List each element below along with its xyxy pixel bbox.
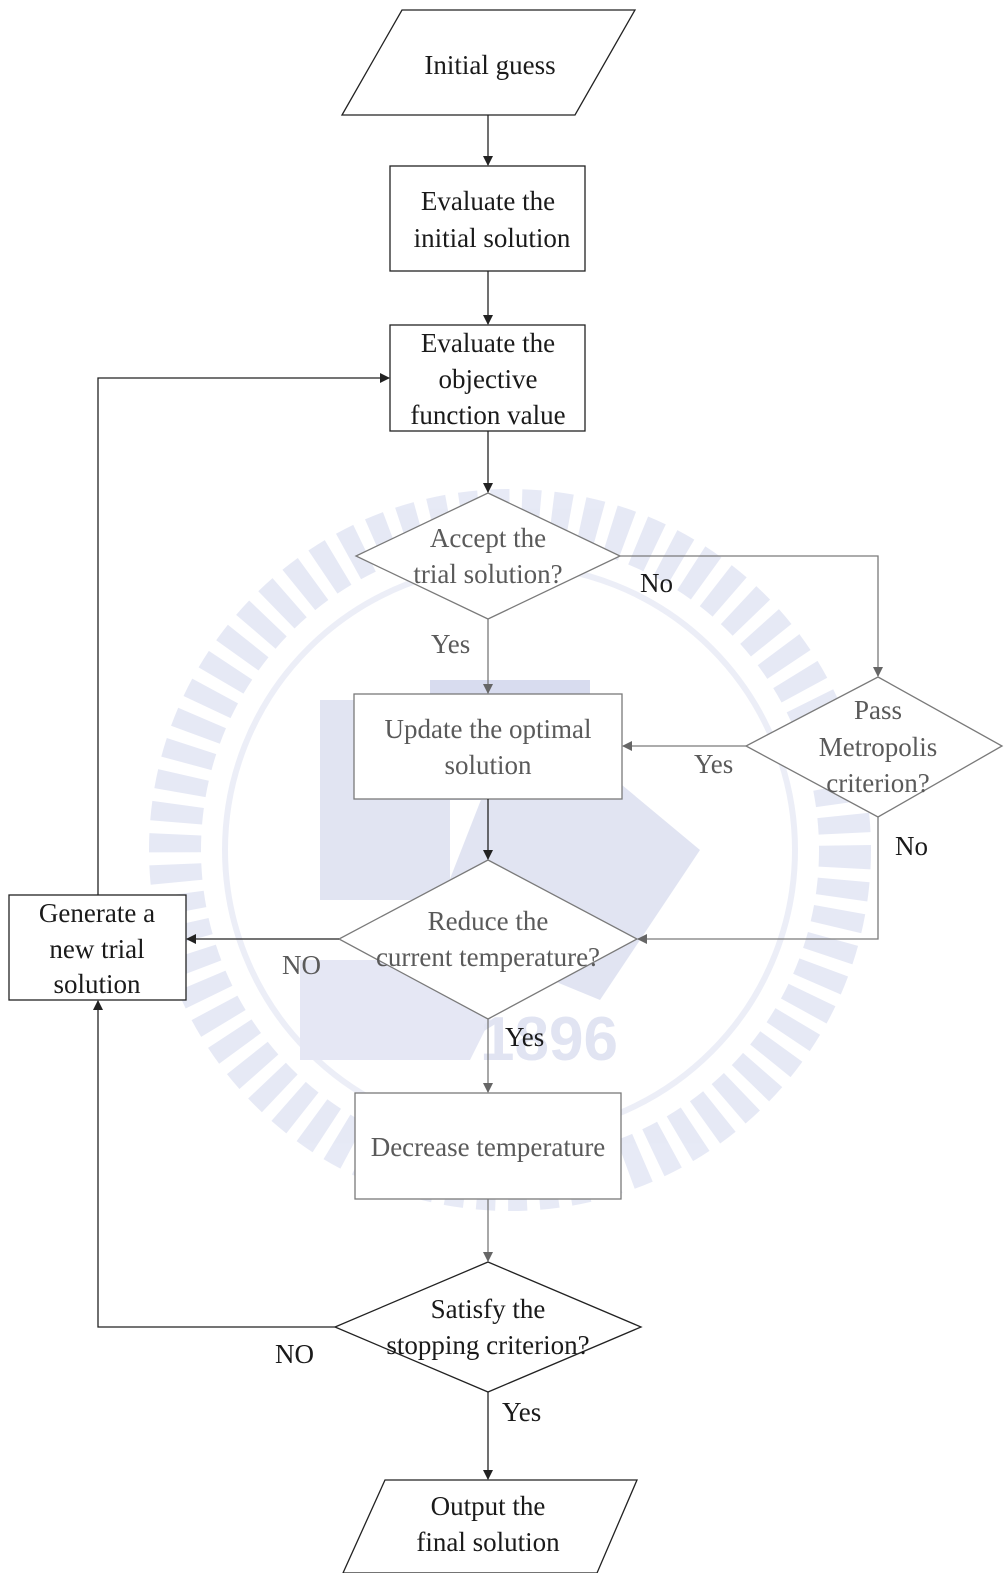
watermark-year: 1896 <box>480 1005 618 1074</box>
reduce-temperature-line1: Reduce the <box>428 906 549 936</box>
metropolis-no-label: No <box>895 831 928 861</box>
evaluate-objective-line3: function value <box>410 400 565 430</box>
evaluate-initial-node: Evaluate the initial solution <box>390 166 585 271</box>
pass-metropolis-line2: Metropolis <box>819 732 938 762</box>
accept-yes-label: Yes <box>431 629 470 659</box>
evaluate-objective-line2: objective <box>439 364 538 394</box>
watermark-seal: 1896 <box>175 515 845 1185</box>
decrease-temperature-node: Decrease temperature <box>355 1093 621 1199</box>
accept-trial-decision: Accept the trial solution? <box>356 493 620 619</box>
edge-generate-to-objective <box>98 378 389 895</box>
reduce-temperature-decision: Reduce the current temperature? <box>339 860 637 1019</box>
update-optimal-line1: Update the optimal <box>385 714 592 744</box>
evaluate-initial-line1: Evaluate the <box>421 186 555 216</box>
generate-trial-line1: Generate a <box>39 898 155 928</box>
output-final-node: Output the final solution <box>343 1480 637 1573</box>
output-final-line1: Output the <box>431 1491 546 1521</box>
evaluate-initial-line2: initial solution <box>414 223 571 253</box>
reduce-no-label: NO <box>282 950 321 980</box>
generate-trial-line2: new trial <box>49 934 144 964</box>
generate-trial-node: Generate a new trial solution <box>9 895 186 1000</box>
accept-trial-line2: trial solution? <box>413 559 562 589</box>
metropolis-yes-label: Yes <box>694 749 733 779</box>
decrease-temperature-label: Decrease temperature <box>371 1132 606 1162</box>
satisfy-stopping-decision: Satisfy the stopping criterion? <box>335 1262 641 1392</box>
edge-metropolis-no <box>638 817 878 939</box>
initial-guess-label: Initial guess <box>424 50 555 80</box>
accept-no-label: No <box>640 568 673 598</box>
edge-stopping-no <box>98 1001 335 1327</box>
pass-metropolis-line3: criterion? <box>826 768 929 798</box>
evaluate-objective-node: Evaluate the objective function value <box>390 325 585 431</box>
stopping-yes-label: Yes <box>502 1397 541 1427</box>
initial-guess-node: Initial guess <box>342 10 635 115</box>
generate-trial-line3: solution <box>53 969 141 999</box>
pass-metropolis-line1: Pass <box>854 695 902 725</box>
output-final-line2: final solution <box>416 1527 560 1557</box>
pass-metropolis-decision: Pass Metropolis criterion? <box>746 677 1002 817</box>
satisfy-stopping-line1: Satisfy the <box>431 1294 546 1324</box>
update-optimal-line2: solution <box>444 750 532 780</box>
accept-trial-line1: Accept the <box>430 523 546 553</box>
update-optimal-node: Update the optimal solution <box>354 694 622 799</box>
satisfy-stopping-line2: stopping criterion? <box>386 1330 589 1360</box>
reduce-yes-label: Yes <box>505 1022 544 1052</box>
evaluate-objective-line1: Evaluate the <box>421 328 555 358</box>
reduce-temperature-line2: current temperature? <box>376 942 600 972</box>
stopping-no-label: NO <box>275 1339 314 1369</box>
